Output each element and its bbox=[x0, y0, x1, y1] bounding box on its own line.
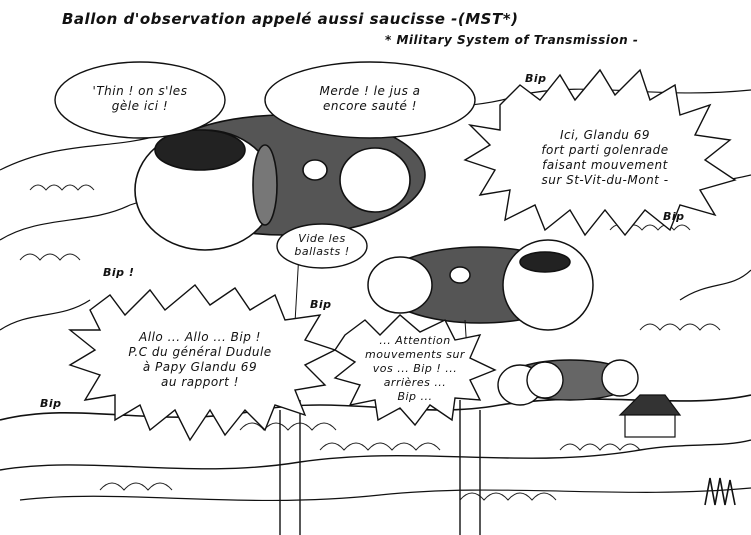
balloon-medium bbox=[367, 239, 594, 331]
bubble-ballasts-text: Vide les ballasts ! bbox=[282, 232, 362, 258]
bubble-pc-line: Allo ... Allo ... Bip ! bbox=[139, 330, 261, 344]
bubble-ballasts-line: Vide les bbox=[298, 232, 346, 245]
title: Ballon d'observation appelé aussi saucis… bbox=[62, 10, 519, 28]
bubble-right-line: encore sauté ! bbox=[323, 99, 417, 113]
balloon-big bbox=[134, 114, 426, 251]
bubble-left-line: 'Thin ! on s'les bbox=[92, 84, 188, 98]
balloon-small bbox=[497, 359, 639, 406]
bubble-attention-shape bbox=[333, 314, 497, 427]
bubble-attention-line: vos ... Bip ! ... bbox=[372, 362, 458, 375]
bubble-pc-shape bbox=[68, 283, 337, 442]
bubble-radio-line: sur St-Vit-du-Mont - bbox=[541, 173, 669, 187]
bubble-pc-line: au rapport ! bbox=[161, 375, 239, 389]
bubble-left-text: 'Thin ! on s'les gèle ici ! bbox=[70, 84, 210, 114]
footnote: * Military System of Transmission - bbox=[385, 33, 639, 47]
bip-mid-right: Bip bbox=[663, 210, 685, 223]
bubble-ballasts-shape bbox=[276, 223, 368, 269]
antenna-masts bbox=[279, 400, 481, 535]
bubble-right-text: Merde ! le jus a encore sauté ! bbox=[285, 84, 455, 114]
bubble-left-line: gèle ici ! bbox=[111, 99, 169, 113]
house bbox=[618, 394, 682, 438]
bubble-ballasts-line: ballasts ! bbox=[294, 245, 350, 258]
bip-center: Bip bbox=[310, 298, 332, 311]
bubble-left-shape bbox=[54, 61, 226, 139]
bubble-attention-line: mouvements sur bbox=[365, 348, 465, 361]
bubble-radio-top-shape bbox=[463, 68, 737, 237]
bubble-attention-line: ... Attention bbox=[379, 334, 451, 347]
bubble-pc-line: P.C du général Dudule bbox=[128, 345, 272, 359]
bubble-attention-text: ... Attention mouvements sur vos ... Bip… bbox=[355, 334, 475, 404]
bubble-right-shape bbox=[264, 61, 476, 139]
bubble-attention-line: Bip ... bbox=[397, 390, 433, 403]
bubble-radio-top-text: Ici, Glandu 69 fort parti golenrade fais… bbox=[520, 128, 690, 188]
bubble-radio-line: Ici, Glandu 69 bbox=[560, 128, 650, 142]
bip-top-right: Bip bbox=[525, 72, 547, 85]
bubble-right-line: Merde ! le jus a bbox=[319, 84, 421, 98]
bubble-pc-line: à Papy Glandu 69 bbox=[142, 360, 258, 374]
bubble-attention-line: arrières ... bbox=[383, 376, 447, 389]
bip-bottom-left: Bip bbox=[40, 397, 62, 410]
bubble-pc-text: Allo ... Allo ... Bip ! P.C du général D… bbox=[100, 330, 300, 390]
artist-signature bbox=[704, 477, 736, 506]
bubble-radio-line: faisant mouvement bbox=[542, 158, 668, 172]
bubble-radio-line: fort parti golenrade bbox=[541, 143, 669, 157]
bip-left: Bip ! bbox=[103, 266, 135, 279]
speech-bubbles bbox=[54, 61, 737, 442]
